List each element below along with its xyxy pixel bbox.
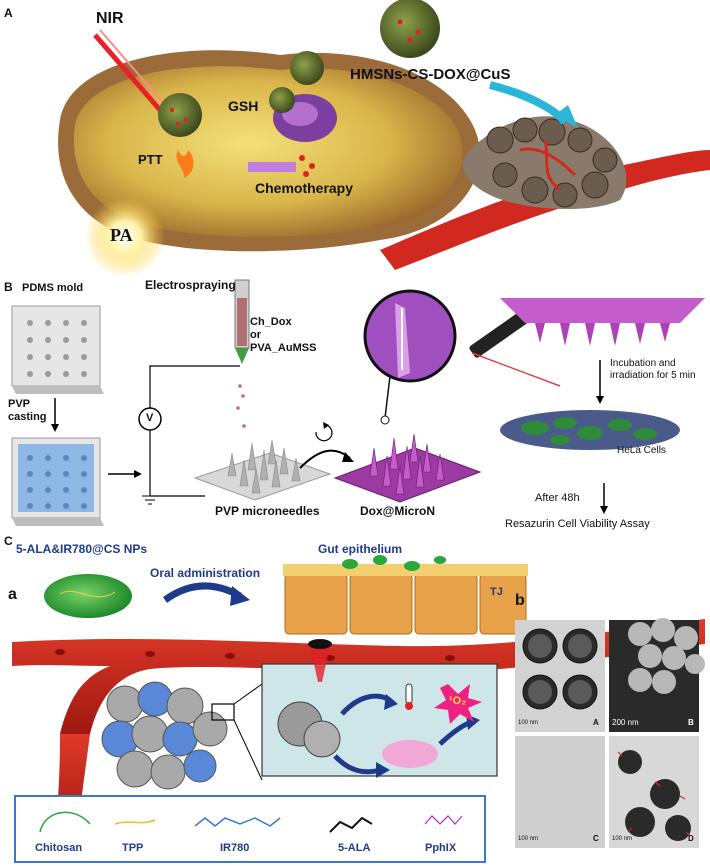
after-48h-label: After 48h <box>535 492 580 504</box>
pvp-casting-label: PVP casting <box>8 398 47 423</box>
pdms-mold-label: PDMS mold <box>22 282 84 294</box>
tem-b-scale: 200 nm <box>612 718 639 727</box>
panel-a-illustration <box>58 0 710 277</box>
legend-box <box>14 795 486 863</box>
voltage-label: V <box>146 412 154 424</box>
tem-d-letter: D <box>688 834 694 843</box>
panel-a: A NIR HMSNs-CS-DOX@CuS GSH PTT Chemother… <box>0 0 710 278</box>
legend-ir780: IR780 <box>220 842 250 854</box>
ptt-label: PTT <box>138 152 163 167</box>
voltage-source <box>138 407 162 431</box>
oral-label: Oral administration <box>150 566 261 580</box>
legend-tpp: TPP <box>122 842 144 854</box>
legend-chitosan: Chitosan <box>35 842 83 854</box>
nanoparticle-label: HMSNs-CS-DOX@CuS <box>350 66 511 83</box>
tem-c-letter: C <box>593 834 599 843</box>
legend-pphix: PphIX <box>425 842 457 854</box>
tpp-glyph <box>114 819 156 825</box>
panel-c-letter: C <box>4 534 13 548</box>
singlet-oxygen-burst <box>434 684 482 724</box>
pphix-glyph <box>424 815 463 825</box>
tem-c-scale: 100 nm <box>518 836 539 842</box>
panel-b-illustration <box>11 279 705 526</box>
panel-c: C 5-ALA&IR780@CS NPs a Oral administrati… <box>0 534 710 866</box>
tumor-cluster <box>101 681 228 790</box>
laser-pen-icon <box>469 308 561 387</box>
panel-b: B PDMS mold PVP casting Electrospraying … <box>0 278 710 534</box>
panel-c-sub-b: b <box>515 592 525 609</box>
panel-c-illustration <box>12 555 705 863</box>
thermometer-icon <box>405 683 413 710</box>
gsh-label: GSH <box>228 98 259 114</box>
legend-5-ala: 5-ALA <box>338 842 371 854</box>
incubation-label: Incubation and irradiation for 5 min <box>610 358 696 381</box>
panel-a-letter: A <box>4 6 13 20</box>
spray-material-label: Ch_Dox or PVA_AuMSS <box>250 316 317 354</box>
magnifier-lens <box>363 289 457 383</box>
5-ala-glyph <box>329 816 373 833</box>
tj-label: TJ <box>490 586 503 598</box>
singlet-oxygen-label: ¹O₂ <box>449 695 467 707</box>
pa-label: PA <box>110 225 133 245</box>
panel-b-letter: B <box>4 280 13 294</box>
np-sphere <box>44 574 132 618</box>
nir-label: NIR <box>96 10 124 27</box>
hela-cells-label: HeLa Cells <box>617 445 666 456</box>
mold-wells <box>27 320 87 377</box>
chitosan-glyph <box>39 811 91 833</box>
dox-micron-label: Dox@MicroN <box>360 504 436 518</box>
gut-epithelium-cells <box>283 555 528 635</box>
gut-label: Gut epithelium <box>318 542 402 556</box>
chemotherapy-label: Chemotherapy <box>255 180 354 196</box>
resazurin-assay-label: Resazurin Cell Viability Assay <box>505 518 650 530</box>
tem-b-letter: B <box>688 718 694 727</box>
ir780-glyph <box>194 817 281 827</box>
np-title: 5-ALA&IR780@CS NPs <box>16 542 148 556</box>
tem-image-c <box>515 736 605 848</box>
electrospraying-label: Electrospraying <box>145 278 236 292</box>
rotate-icon <box>315 422 333 442</box>
tem-a-scale: 100 nm <box>518 720 539 726</box>
pvp-microneedles-label: PVP microneedles <box>215 504 320 518</box>
tem-a-letter: A <box>593 718 599 727</box>
panel-c-sub-a: a <box>8 586 17 603</box>
tem-d-scale: 100 nm <box>612 836 633 842</box>
